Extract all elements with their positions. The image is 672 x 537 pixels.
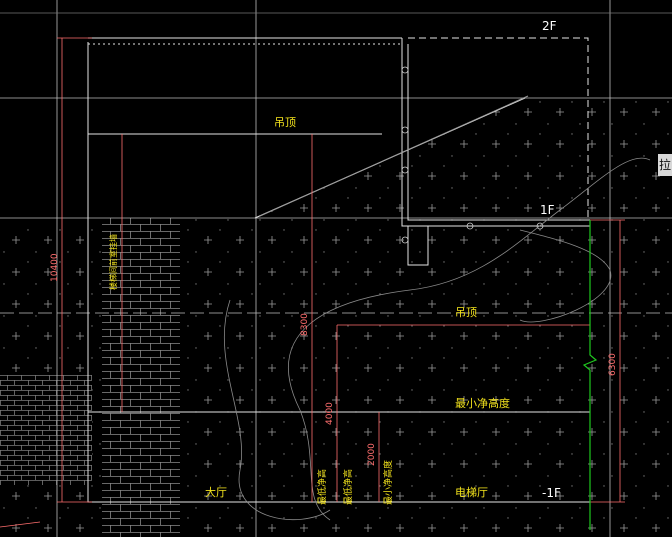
vert-label-c: 最小净高度 — [382, 460, 394, 505]
brick-wall-left — [0, 375, 92, 485]
brick-column — [102, 218, 180, 537]
elevator-hall-label: 电梯厅 — [455, 486, 488, 499]
min-clear-height-label: 最小净高度 — [455, 396, 510, 410]
side-tab[interactable]: 拉 — [658, 154, 672, 176]
concrete-hatch — [0, 98, 672, 537]
dim-6300: 6300 — [608, 353, 618, 376]
ceiling-label-top: 吊顶 — [274, 116, 296, 129]
level-label-lower: -1F — [542, 486, 561, 500]
vert-label-a: 最低净高 — [316, 469, 328, 505]
lobby-label: 大厅 — [205, 485, 227, 499]
dim-8300: 8300 — [300, 313, 310, 336]
dim-4000: 4000 — [325, 402, 335, 425]
level-label-upper: 2F — [542, 19, 557, 33]
wall-label: 楼梯间前室挂墙 — [108, 234, 118, 290]
axis-line — [582, 220, 598, 530]
dimension-lines — [0, 37, 625, 528]
contour-lines — [223, 157, 651, 521]
level-label-mid: 1F — [540, 203, 555, 217]
vert-label-b: 最低净高 — [342, 469, 354, 505]
ceiling-label-mid: 吊顶 — [455, 306, 477, 319]
dim-2000: 2000 — [367, 443, 377, 466]
dim-total-height: 10400 — [50, 253, 60, 282]
wall-anchors — [401, 66, 544, 244]
